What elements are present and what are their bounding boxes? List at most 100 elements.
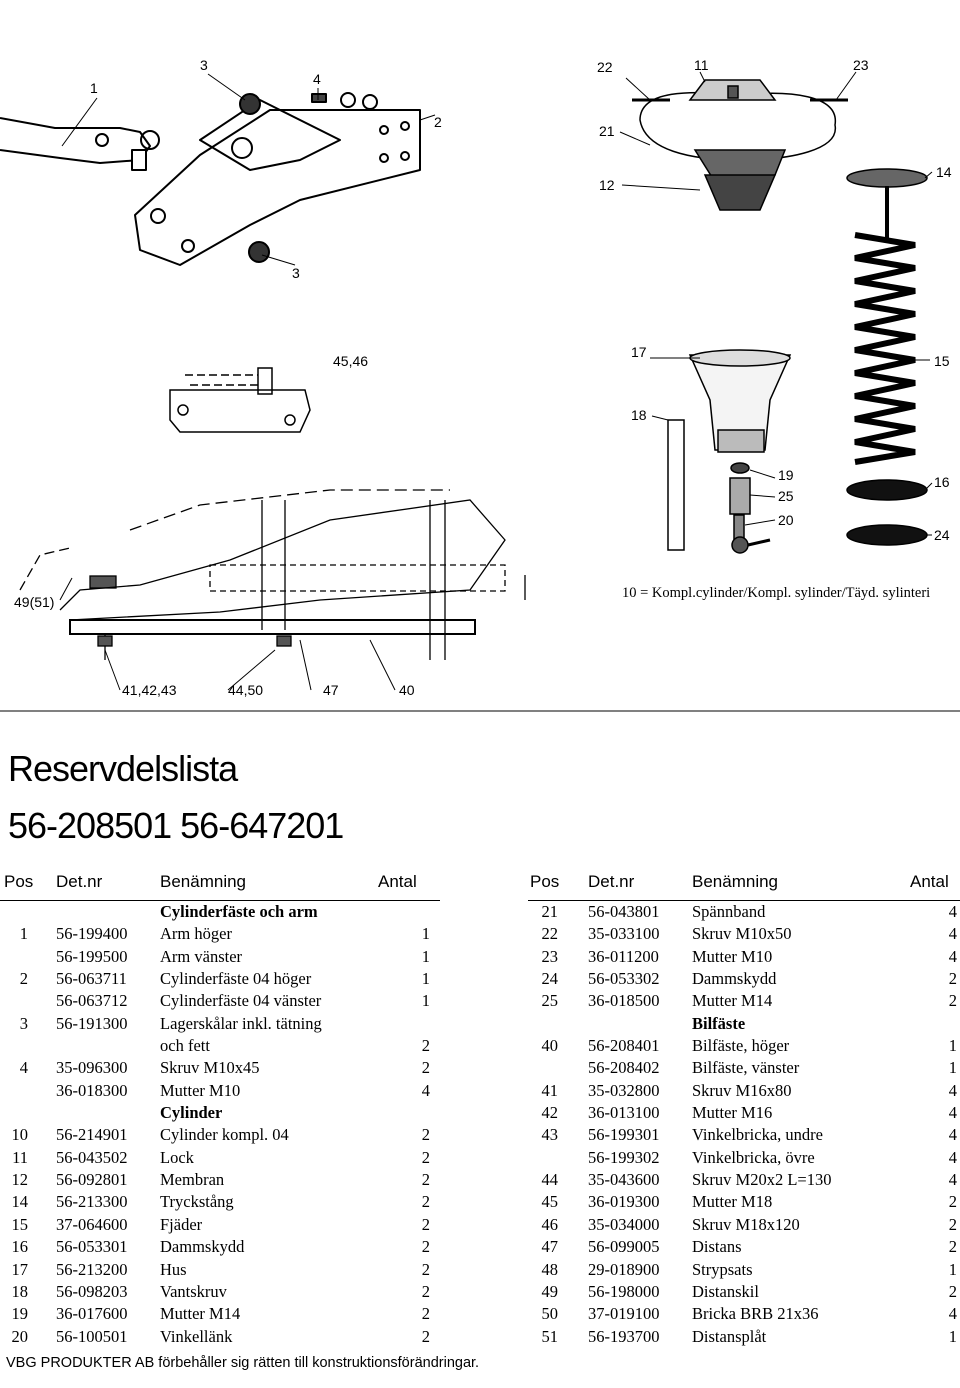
section-heading-row: Cylinderfäste och arm — [0, 901, 440, 923]
leader-lines — [59, 71, 933, 691]
part-qty: 2 — [948, 1192, 957, 1212]
part-qty: 2 — [421, 1304, 430, 1324]
part-det-nr: 36-018300 — [56, 1080, 128, 1100]
part-det-nr: 56-053301 — [56, 1237, 128, 1257]
part-name: Skruv M16x80 — [692, 1080, 792, 1100]
part-det-nr: 37-064600 — [56, 1214, 128, 1234]
part-qty: 2 — [421, 1147, 430, 1167]
part-qty: 2 — [948, 991, 957, 1011]
part-det-nr: 56-214901 — [56, 1125, 128, 1145]
part-det-nr: 35-034000 — [588, 1214, 660, 1234]
part-name: Vantskruv — [160, 1281, 227, 1301]
part-pos: 49 — [541, 1281, 559, 1301]
part-name: Dammskydd — [160, 1237, 245, 1257]
part-pos: 12 — [11, 1170, 29, 1190]
part-qty: 4 — [948, 1103, 957, 1123]
callout-19: 19 — [778, 467, 794, 483]
part-name: Vinkelbricka, undre — [692, 1125, 823, 1145]
callout-14: 14 — [936, 164, 952, 180]
part-name: Lagerskålar inkl. tätning — [160, 1013, 322, 1033]
callout-41-42-43: 41,42,43 — [122, 682, 177, 698]
part-qty: 1 — [421, 946, 430, 966]
part-qty: 1 — [948, 1036, 957, 1056]
part-det-nr: 36-013100 — [588, 1103, 660, 1123]
part-det-nr: 36-019300 — [588, 1192, 660, 1212]
part-name: Dammskydd — [692, 969, 777, 989]
part-qty: 2 — [948, 969, 957, 989]
callout-3b: 3 — [292, 265, 300, 281]
callout-11: 11 — [694, 57, 709, 73]
callout-18: 18 — [631, 407, 647, 423]
part-det-nr: 56-053302 — [588, 969, 660, 989]
col-qty: Antal — [378, 872, 417, 891]
part-pos: 19 — [11, 1304, 29, 1324]
part-det-nr: 56-199301 — [588, 1125, 660, 1145]
part-name: Arm vänster — [160, 946, 243, 966]
part-qty: 4 — [948, 902, 957, 921]
col-qty: Antal — [910, 872, 949, 891]
part-name: Bilfäste, vänster — [692, 1058, 800, 1078]
part-qty: 4 — [948, 946, 957, 966]
part-pos: 48 — [541, 1259, 559, 1279]
callout-20: 20 — [778, 512, 794, 528]
part-qty: 4 — [948, 1304, 957, 1324]
callout-24: 24 — [934, 527, 950, 543]
part-pos: 41 — [541, 1080, 559, 1100]
callout-1: 1 — [90, 80, 98, 96]
part-name: Mutter M16 — [692, 1103, 773, 1123]
callout-22: 22 — [597, 59, 613, 75]
part-name: Mutter M10 — [692, 946, 773, 966]
part-pos: 10 — [11, 1125, 29, 1145]
part-name: Bilfäste, höger — [692, 1036, 790, 1056]
part-det-nr: 56-191300 — [56, 1013, 128, 1033]
part-det-nr: 36-017600 — [56, 1304, 128, 1324]
part-det-nr: 56-199400 — [56, 924, 128, 944]
part-row: 40 56-208401 Bilfäste, höger 1 — [528, 1035, 960, 1057]
section-heading: Cylinderfäste och arm — [160, 902, 318, 921]
spring — [854, 232, 916, 465]
part-pos: 50 — [541, 1304, 559, 1324]
col-det: Det.nr — [56, 872, 103, 891]
part-name: Membran — [160, 1170, 225, 1190]
model-numbers: 56-208501 56-647201 — [8, 805, 344, 846]
part-name: Distans — [692, 1237, 742, 1257]
callout-3: 3 — [200, 57, 208, 73]
part-row: 12 56-092801 Membran 2 — [0, 1169, 440, 1191]
part-det-nr: 56-208401 — [588, 1036, 660, 1056]
right-column-headers: Pos Det.nr Benämning Antal — [528, 868, 960, 898]
part-det-nr: 29-018900 — [588, 1259, 660, 1279]
part-name: Distanskil — [692, 1281, 759, 1301]
part-name: Vinkelbricka, övre — [692, 1147, 815, 1167]
callout-15: 15 — [934, 353, 950, 369]
part-name: Arm höger — [160, 924, 232, 944]
callout-12: 12 — [599, 177, 615, 193]
left-parts-list: Cylinderfäste och arm 1 56-199400 Arm höger… — [0, 900, 440, 1348]
part-pos: 46 — [541, 1214, 559, 1234]
part-det-nr: 56-099005 — [588, 1237, 660, 1257]
callout-44-50: 44,50 — [228, 682, 263, 698]
callout-16: 16 — [934, 474, 950, 490]
part-qty: 2 — [948, 1214, 957, 1234]
part-qty: 1 — [948, 1326, 957, 1346]
part-qty: 2 — [421, 1170, 430, 1190]
part-det-nr: 56-092801 — [56, 1170, 128, 1190]
part-pos: 40 — [541, 1036, 559, 1056]
part-pos: 22 — [541, 924, 559, 944]
part-pos: 17 — [11, 1259, 29, 1279]
small-bracket — [169, 367, 311, 433]
part-pos: 47 — [541, 1237, 559, 1257]
